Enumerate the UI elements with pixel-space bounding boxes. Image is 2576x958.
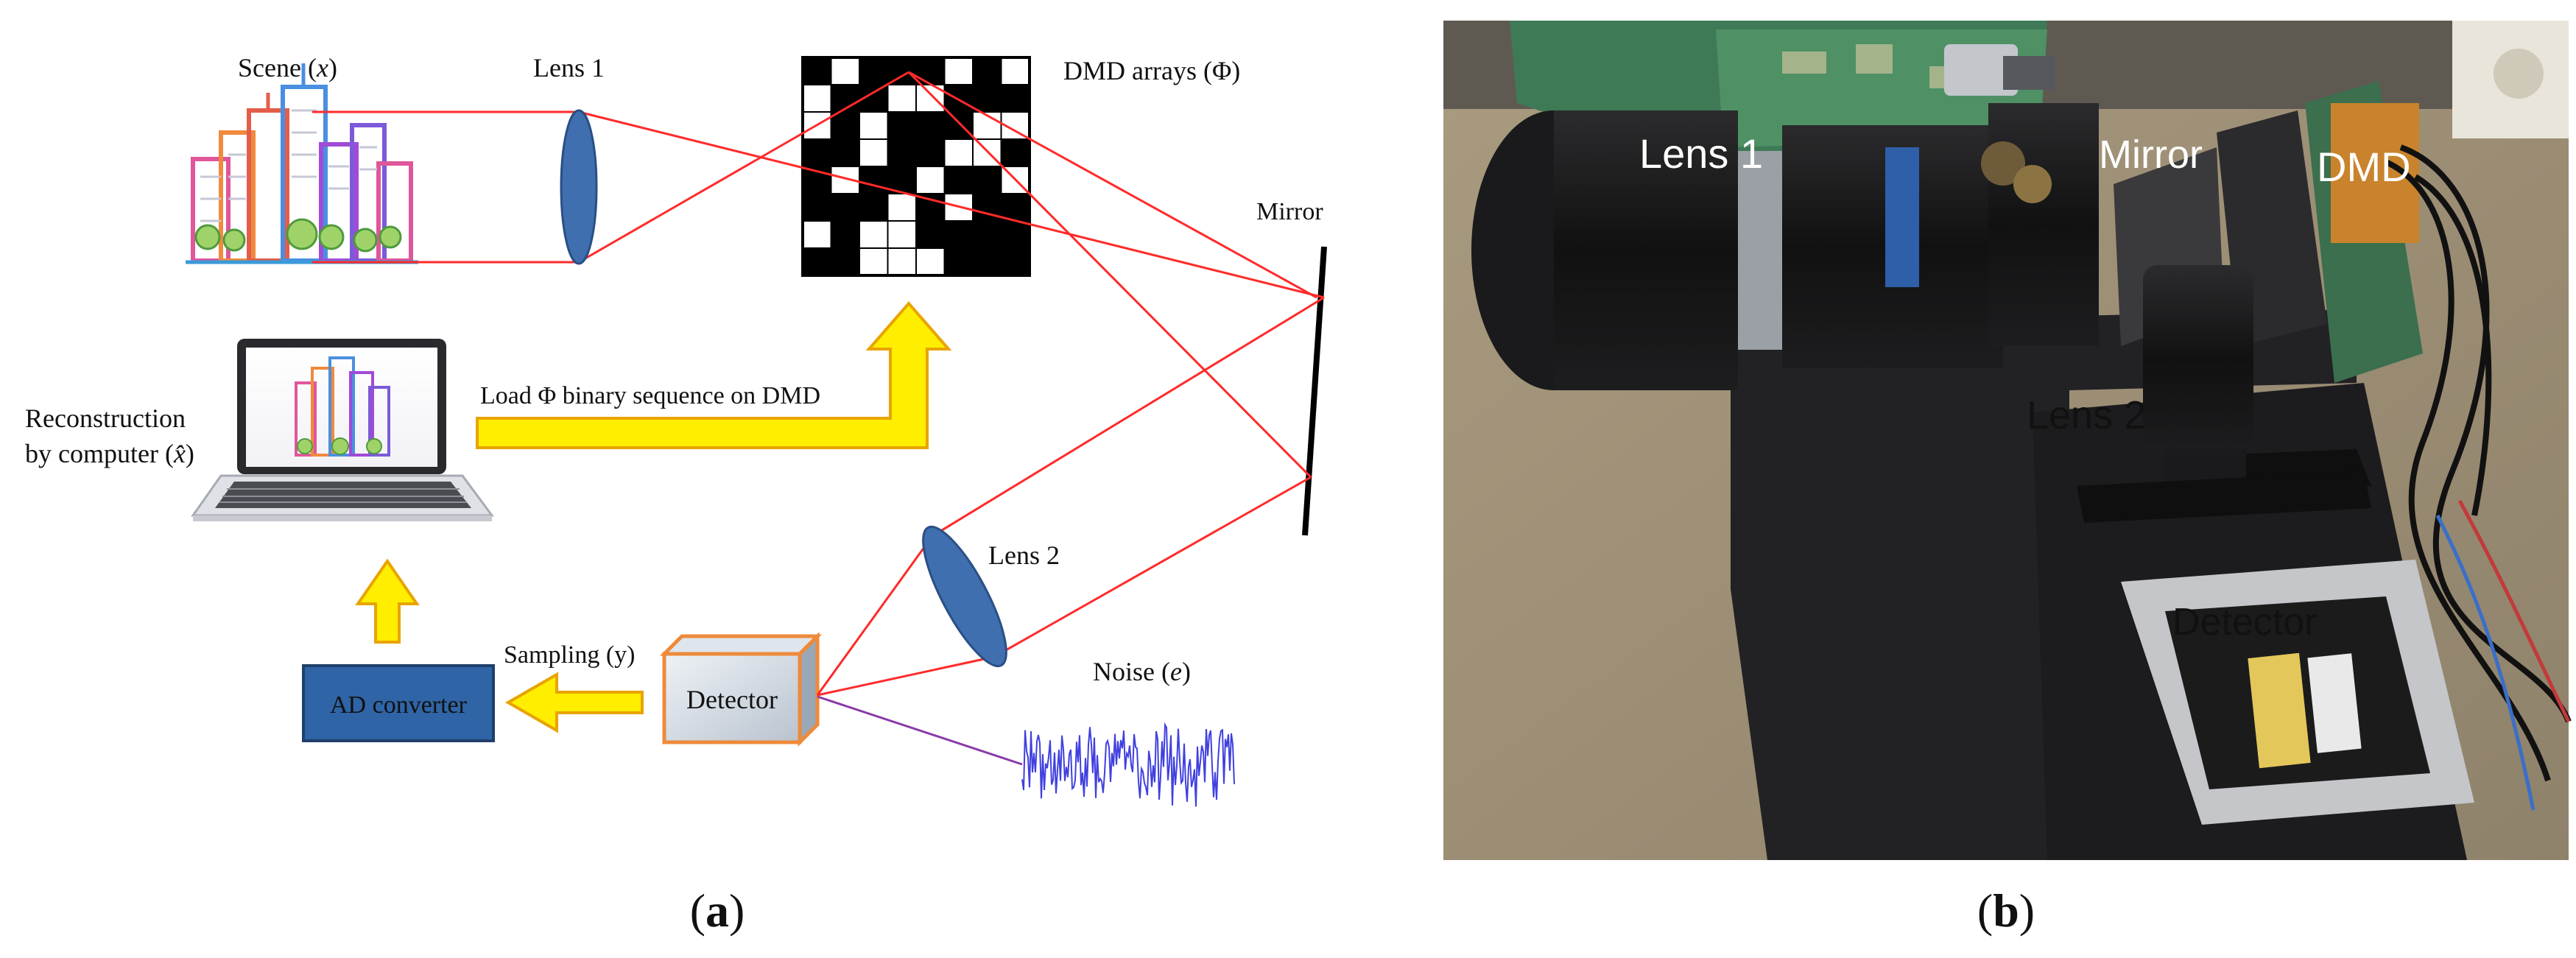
dmd-cell — [859, 193, 889, 222]
load-sequence-arrow — [476, 300, 952, 449]
dmd-cell — [859, 57, 889, 85]
caption-a: (a) — [690, 884, 745, 937]
dmd-cell — [830, 247, 860, 276]
photo-label-mirror: Mirror — [2099, 133, 2203, 177]
dmd-cell — [972, 57, 1002, 85]
lens2-label: Lens 2 — [988, 540, 1060, 570]
panel-a-schematic: Scene (x) Lens 1 DMD arrays (Φ) Mirror — [25, 53, 1327, 937]
reconstruction-label-line2: by computer (x̂) — [25, 439, 194, 468]
dmd-cell — [830, 111, 860, 140]
optical-ray-paths — [312, 71, 1325, 697]
dmd-border — [801, 56, 1031, 277]
caption-b: (b) — [1977, 884, 2035, 937]
noise-label: Noise (e) — [1093, 657, 1191, 686]
dmd-cell — [802, 84, 832, 113]
lens2-shape — [922, 525, 1007, 668]
scene-label: Scene (x) — [238, 53, 337, 82]
dmd-cell — [887, 111, 917, 140]
dmd-cell — [830, 193, 860, 222]
dmd-cell — [887, 220, 917, 249]
dmd-cell — [915, 247, 946, 276]
dmd-cell — [915, 220, 946, 249]
dmd-cell — [1000, 138, 1030, 167]
dmd-cell — [830, 138, 860, 167]
dmd-cell — [1000, 193, 1030, 222]
dmd-label: DMD arrays (Φ) — [1063, 56, 1240, 85]
detector-box — [659, 631, 823, 747]
dmd-cell — [915, 57, 946, 85]
dmd-cell — [802, 247, 832, 276]
dmd-cell — [943, 138, 974, 167]
sampling-arrow — [504, 672, 644, 733]
dmd-cell — [802, 57, 832, 85]
dmd-cell — [859, 166, 889, 194]
dmd-cell — [859, 220, 889, 249]
dmd-cell — [887, 193, 917, 222]
dmd-cell — [943, 84, 974, 113]
dmd-cell — [943, 57, 974, 85]
dmd-cell — [1000, 220, 1030, 249]
dmd-cell — [830, 57, 860, 85]
to-computer-arrow — [355, 558, 420, 644]
photo-label-detector: Detector — [2172, 601, 2318, 644]
dmd-cell — [915, 111, 946, 140]
dmd-cell — [943, 247, 974, 276]
laptop-computer-illustration — [191, 339, 494, 521]
dmd-cell — [972, 247, 1002, 276]
dmd-cell — [887, 84, 917, 113]
dmd-cell — [915, 138, 946, 167]
dmd-cell — [972, 220, 1002, 249]
dmd-cell — [1000, 84, 1030, 113]
photo-label-lens1: Lens 1 — [1639, 130, 1763, 177]
dmd-cell — [859, 138, 889, 167]
photo-label-dmd: DMD — [2317, 144, 2411, 190]
reconstruction-label-line1: Reconstruction — [25, 404, 186, 433]
dmd-cell — [859, 247, 889, 276]
dmd-cell — [1000, 57, 1030, 85]
dmd-cell — [972, 84, 1002, 113]
dmd-cell — [943, 220, 974, 249]
sampling-label: Sampling (y) — [504, 641, 635, 669]
ad-converter-box — [302, 664, 495, 742]
panel-b-photograph: Lens 1 Mirror DMD Lens 2 Detector (b) — [1443, 21, 2572, 937]
lens1-shape — [560, 109, 598, 265]
dmd-cell — [943, 111, 974, 140]
dmd-cell — [887, 138, 917, 167]
detector-label: Detector — [686, 685, 778, 714]
mirror-label: Mirror — [1256, 198, 1323, 225]
lens1-label: Lens 1 — [533, 53, 605, 82]
photo-label-lens2: Lens 2 — [2027, 393, 2146, 437]
dmd-cell — [859, 111, 889, 140]
dmd-cell — [943, 166, 974, 194]
mirror-line — [1302, 246, 1327, 536]
dmd-cell — [802, 220, 832, 249]
dmd-cell — [972, 166, 1002, 194]
dmd-array-grid — [801, 56, 1031, 277]
load-sequence-label: Load Φ binary sequence on DMD — [480, 382, 820, 409]
dmd-cell — [887, 247, 917, 276]
dmd-cell — [830, 220, 860, 249]
ad-converter-label: AD converter — [330, 691, 468, 719]
dmd-cell — [1000, 247, 1030, 276]
dmd-cell — [915, 166, 946, 194]
noise-signal-waveform — [1021, 722, 1235, 807]
dmd-cell — [802, 193, 832, 222]
noise-link-line — [817, 695, 1023, 766]
scene-skyline-illustration — [186, 63, 418, 264]
dmd-cell — [802, 138, 832, 167]
